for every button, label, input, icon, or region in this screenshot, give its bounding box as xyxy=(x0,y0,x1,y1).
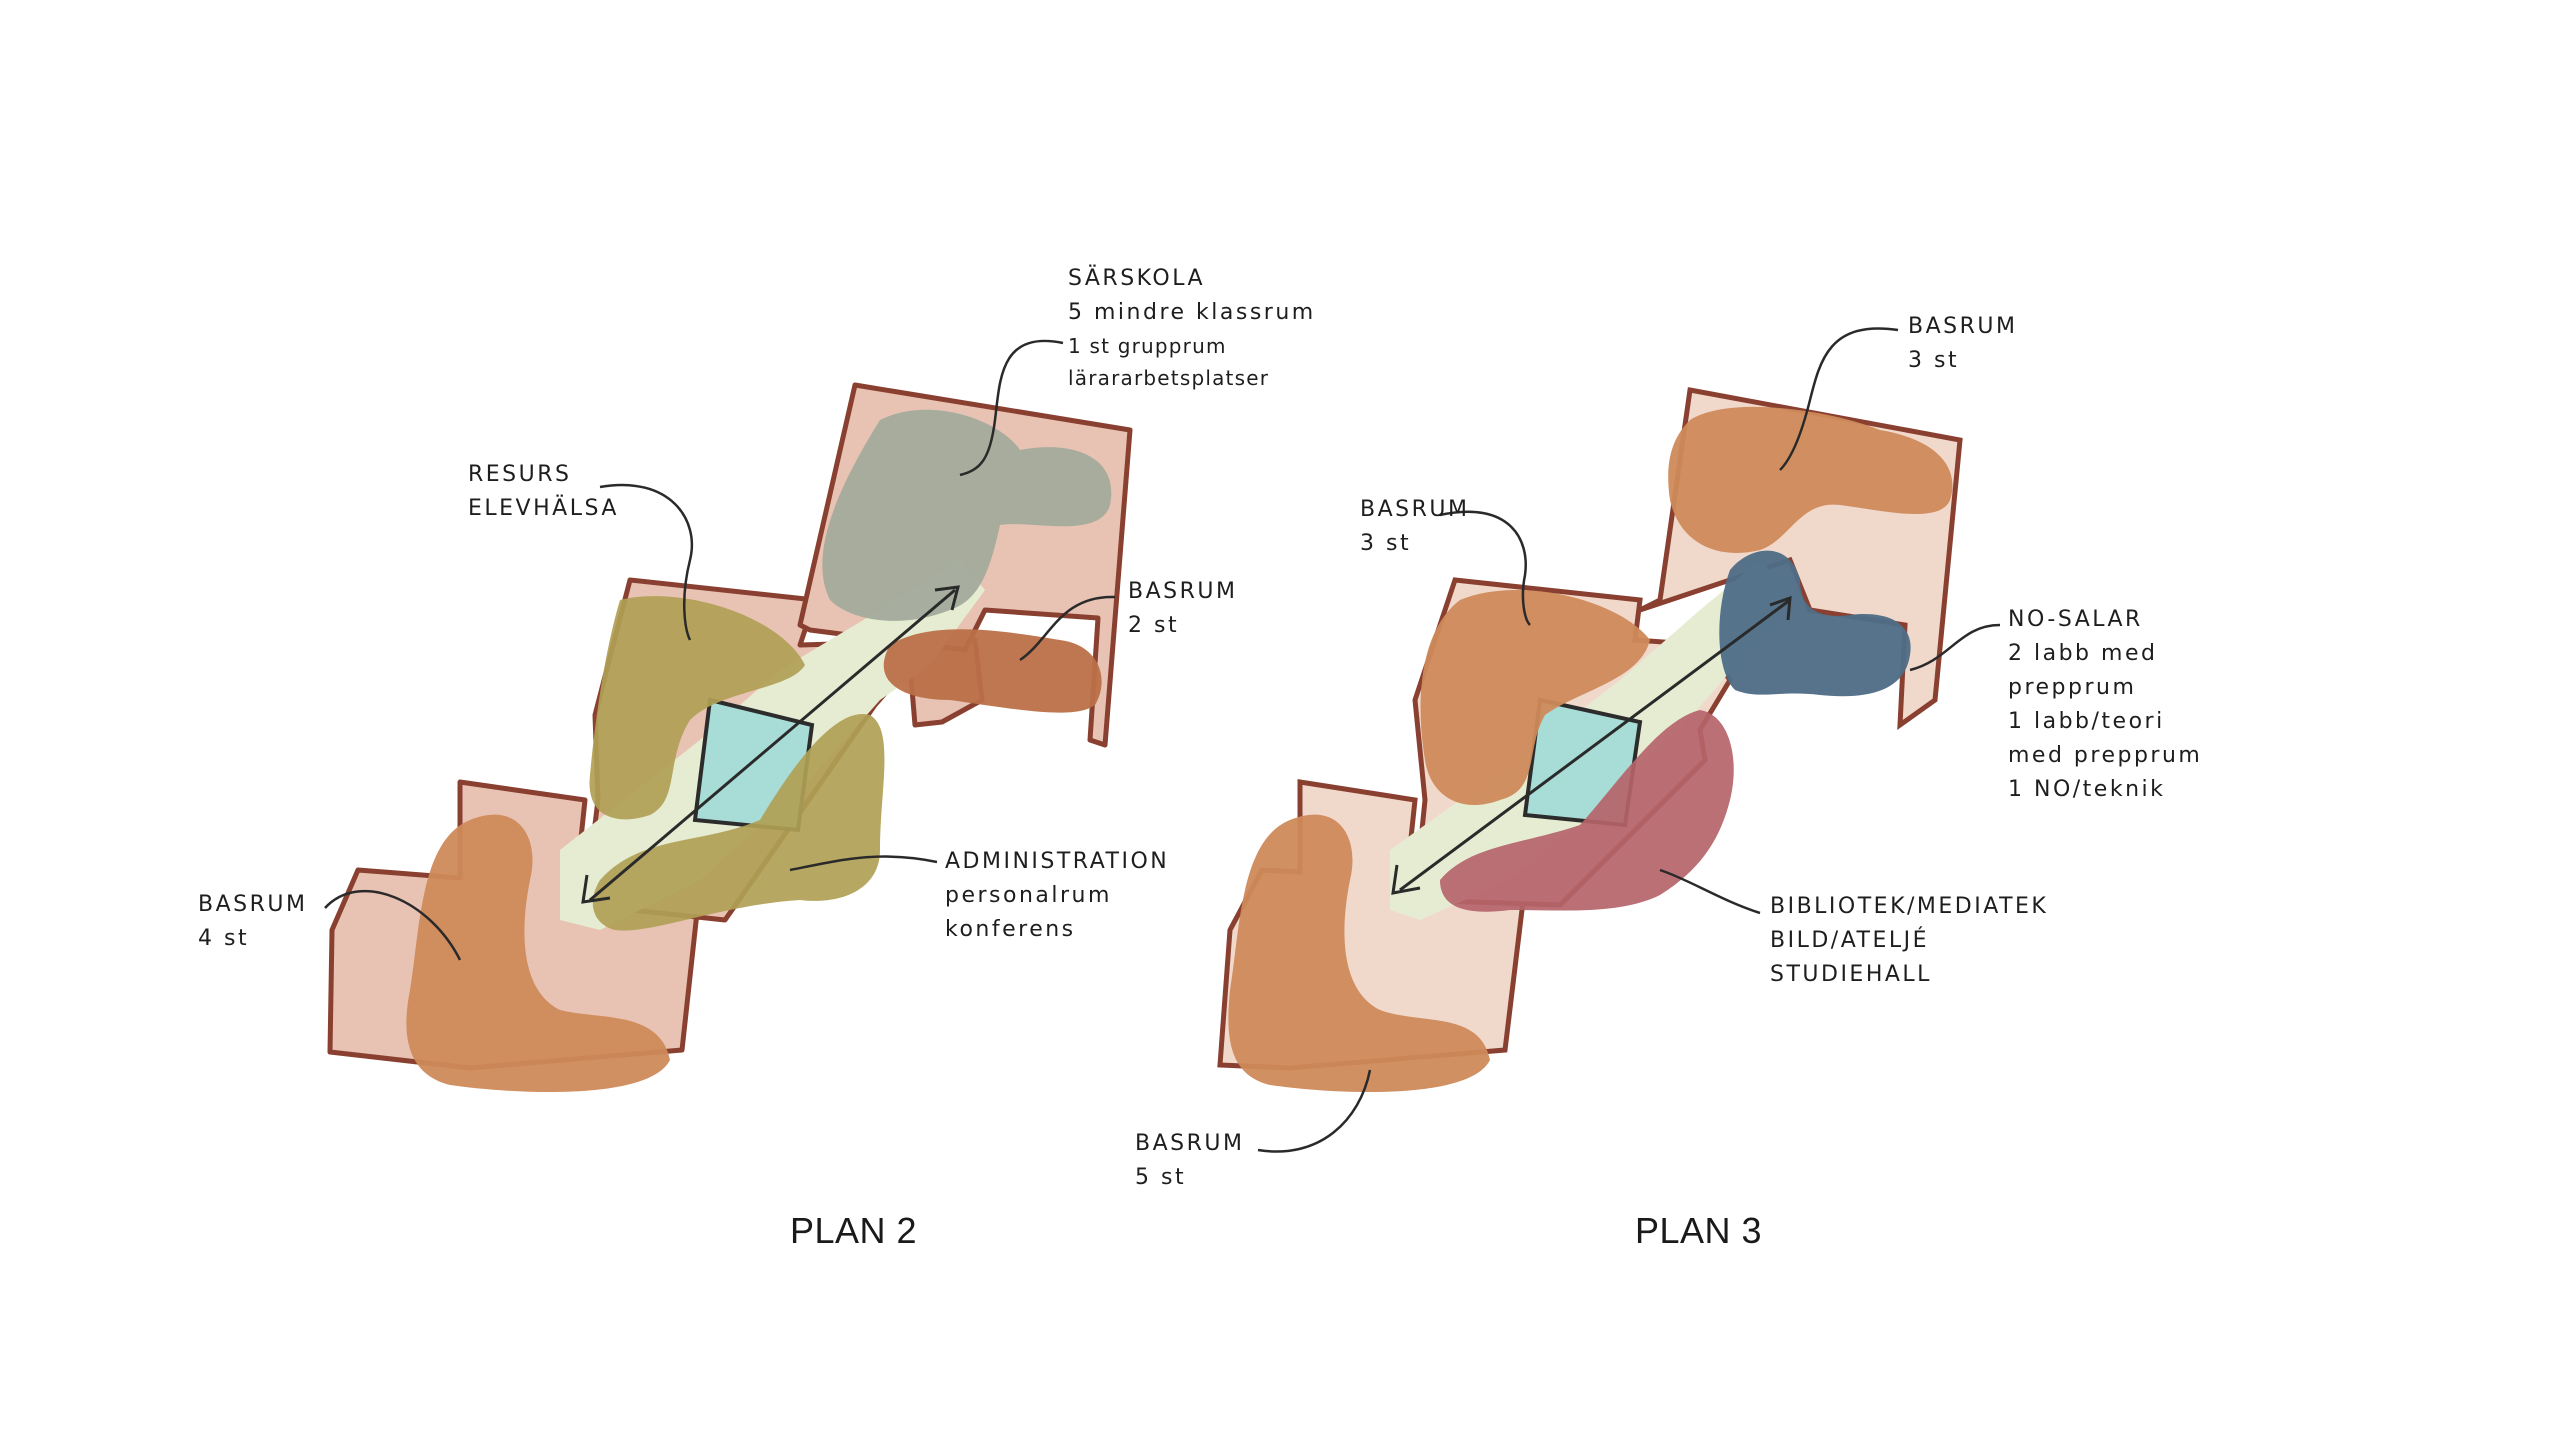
label-no-salar-line3: prepprum xyxy=(2008,675,2137,700)
plan2-zone-basrum-2st xyxy=(883,629,1102,713)
label-plan3-basrum-5st-line1: BASRUM xyxy=(1135,1131,1245,1156)
label-bibliotek: BIBLIOTEK/MEDIATEK BILD/ATELJÉ STUDIEHAL… xyxy=(1770,890,2048,992)
label-plan3-basrum-top-line1: BASRUM xyxy=(1908,314,2018,339)
label-plan3-basrum-5st: BASRUM 5 st xyxy=(1135,1127,1244,1195)
plan2-zone-sarskola xyxy=(822,409,1112,621)
label-bibliotek-line3: STUDIEHALL xyxy=(1770,962,1932,987)
plan2-leader-admin xyxy=(789,855,938,872)
plan3-zone-no-salar xyxy=(1719,550,1911,697)
plan3-arrowhead-down xyxy=(1391,864,1421,895)
plan2-leader-sarskola xyxy=(959,339,1064,477)
plan3-drawing xyxy=(1217,327,2001,1153)
label-sarskola-line4: lärararbetsplatser xyxy=(1068,366,1270,390)
label-sarskola-line3: 1 st grupprum xyxy=(1068,334,1227,358)
plan2-drawing xyxy=(324,339,1133,1093)
label-no-salar: NO-SALAR 2 labb med prepprum 1 labb/teor… xyxy=(2008,603,2202,807)
label-plan3-basrum-5st-line2: 5 st xyxy=(1135,1165,1187,1190)
label-plan2-basrum-4st-line1: BASRUM xyxy=(198,892,308,917)
plan3-circulation-arrow xyxy=(1399,598,1791,892)
plan3-leader-no-salar xyxy=(1909,623,2001,672)
label-sarskola-line1: SÄRSKOLA xyxy=(1068,266,1206,291)
plan2-leader-lines xyxy=(324,339,1116,961)
label-administration-line3: konferens xyxy=(945,917,1076,942)
plan3-arrowhead-up xyxy=(1769,595,1792,621)
label-no-salar-line2: 2 labb med xyxy=(2008,641,2158,666)
plan3-zone-bibliotek xyxy=(1440,710,1734,912)
label-plan3-basrum-left: BASRUM 3 st xyxy=(1360,493,1469,561)
label-plan2-basrum-2st-line1: BASRUM xyxy=(1128,579,1238,604)
plan2-zone-resurs xyxy=(589,596,805,820)
plan3-title: PLAN 3 xyxy=(1635,1210,1763,1251)
label-plan2-basrum-4st: BASRUM 4 st xyxy=(198,888,307,956)
plan2-arrowhead-up xyxy=(934,585,961,611)
label-administration-line2: personalrum xyxy=(945,883,1112,908)
label-sarskola-line2: 5 mindre klassrum xyxy=(1068,300,1316,325)
label-plan2-basrum-2st-line2: 2 st xyxy=(1128,613,1180,638)
plan3-leader-bibliotek xyxy=(1659,868,1761,915)
label-no-salar-line4: 1 labb/teori xyxy=(2008,709,2165,734)
plan3-leader-lines xyxy=(1257,327,2001,1153)
plan3-leader-basrum-left xyxy=(1439,510,1531,626)
plan2-circulation-arrow xyxy=(589,588,956,902)
plan2-arrowhead-down xyxy=(581,874,611,904)
label-plan3-basrum-left-line1: BASRUM xyxy=(1360,497,1470,522)
label-resurs-line2: ELEVHÄLSA xyxy=(468,496,619,521)
label-administration-line1: ADMINISTRATION xyxy=(945,849,1170,874)
label-plan2-basrum-4st-line2: 4 st xyxy=(198,926,250,951)
label-bibliotek-line1: BIBLIOTEK/MEDIATEK xyxy=(1770,894,2049,919)
plan2-leader-basrum-4st xyxy=(324,889,462,961)
plan2-leader-resurs xyxy=(599,483,694,641)
plan3-leader-basrum-top xyxy=(1779,327,1899,471)
label-sarskola: SÄRSKOLA 5 mindre klassrum 1 st grupprum… xyxy=(1068,262,1316,394)
plan2-title: PLAN 2 xyxy=(790,1210,918,1251)
label-plan2-basrum-2st: BASRUM 2 st xyxy=(1128,575,1237,643)
label-no-salar-line6: 1 NO/teknik xyxy=(2008,777,2166,802)
label-resurs: RESURS ELEVHÄLSA xyxy=(468,458,619,526)
plan3-zone-basrum-3st-left xyxy=(1420,589,1650,806)
label-resurs-line1: RESURS xyxy=(468,462,572,487)
label-no-salar-line5: med prepprum xyxy=(2008,743,2203,768)
label-plan3-basrum-top-line2: 3 st xyxy=(1908,348,1960,373)
label-plan3-basrum-top: BASRUM 3 st xyxy=(1908,310,2017,378)
plan3-zone-basrum-3st-top xyxy=(1668,406,1953,553)
plan3-zone-basrum-5st xyxy=(1228,814,1490,1093)
plan2-zone-admin xyxy=(592,713,885,931)
label-bibliotek-line2: BILD/ATELJÉ xyxy=(1770,928,1930,953)
plan2-leader-basrum-2st xyxy=(1019,595,1116,662)
plan2-zone-basrum-4st xyxy=(406,814,670,1093)
plan3-leader-basrum-bottom xyxy=(1257,1069,1372,1153)
label-plan3-basrum-left-line2: 3 st xyxy=(1360,531,1412,556)
label-administration: ADMINISTRATION personalrum konferens xyxy=(945,845,1169,947)
label-no-salar-line1: NO-SALAR xyxy=(2008,607,2143,632)
